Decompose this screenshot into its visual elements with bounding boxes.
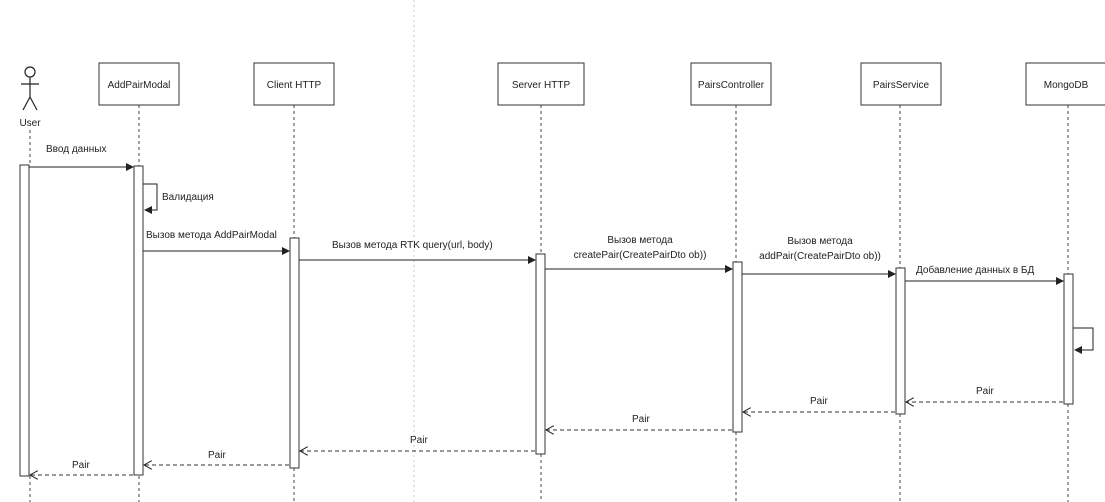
- message-label: Pair: [632, 414, 650, 425]
- message-m8: [1073, 327, 1094, 354]
- activation-bar: [535, 253, 546, 455]
- message-m4: Вызов метода RTK query(url, body): [299, 240, 536, 264]
- participant-label: MongoDB: [1044, 80, 1089, 91]
- participant-box: [497, 62, 585, 106]
- message-r6: Pair: [30, 460, 133, 475]
- participant-box: [253, 62, 335, 106]
- participant-user: User: [19, 66, 41, 502]
- activation-bar: [895, 267, 906, 415]
- participant-label: Server HTTP: [512, 80, 571, 91]
- message-m6: Вызов метода addPair(CreatePairDto ob)): [742, 236, 896, 278]
- activation-bar: [133, 165, 144, 476]
- message-m3: Вызов метода AddPairModal: [143, 230, 290, 255]
- message-m7: Добавление данных в БД: [905, 264, 1064, 285]
- message-label: Валидация: [162, 192, 214, 203]
- message-label: addPair(CreatePairDto ob)): [759, 251, 881, 262]
- participant-client-http: Client HTTP: [253, 62, 335, 502]
- participant-label: PairsController: [698, 80, 765, 91]
- activation-bar: [1063, 273, 1074, 405]
- message-r5: Pair: [144, 450, 289, 465]
- message-r2: Pair: [743, 396, 895, 412]
- self-message-arrow: [1073, 327, 1094, 354]
- message-label: Pair: [410, 435, 428, 446]
- message-label: Pair: [810, 396, 828, 407]
- message-r1: Pair: [906, 386, 1063, 402]
- participant-server-http: Server HTTP: [497, 62, 585, 502]
- activation-bar: [19, 164, 30, 477]
- participant-label: AddPairModal: [108, 80, 171, 91]
- message-label: Добавление данных в БД: [916, 264, 1034, 276]
- participant-box: [690, 62, 772, 106]
- message-r4: Pair: [300, 435, 535, 451]
- message-label: Вызов метода AddPairModal: [146, 230, 277, 241]
- participant-box: [860, 62, 942, 106]
- message-m5: Вызов метода createPair(CreatePairDto ob…: [545, 235, 733, 273]
- activation-bar: [289, 237, 300, 469]
- message-m1: Ввод данных: [29, 144, 134, 171]
- message-label: Вызов метода RTK query(url, body): [332, 240, 493, 251]
- participant-label: Client HTTP: [267, 80, 322, 91]
- participant-label: PairsService: [873, 80, 930, 91]
- participant-mongodb: MongoDB: [1025, 62, 1105, 502]
- activation-bar: [732, 261, 743, 433]
- self-message-arrow: [143, 183, 158, 214]
- participant-pairsservice: PairsService: [860, 62, 942, 502]
- message-label: Pair: [208, 450, 226, 461]
- message-label: Вызов метода: [787, 236, 853, 247]
- message-r3: Pair: [546, 414, 732, 430]
- participant-box: [1025, 62, 1105, 106]
- message-label: createPair(CreatePairDto ob)): [574, 250, 707, 261]
- participant-pairscontroller: PairsController: [690, 62, 772, 502]
- message-label: Вызов метода: [607, 235, 673, 246]
- participant-addpairmodal: AddPairModal: [98, 62, 180, 502]
- participant-box: [98, 62, 180, 106]
- message-m2: Валидация: [143, 183, 214, 214]
- message-label: Ввод данных: [46, 144, 106, 155]
- message-label: Pair: [976, 386, 994, 397]
- participant-label: User: [19, 118, 41, 129]
- actor-icon: [21, 66, 39, 111]
- message-label: Pair: [72, 460, 90, 471]
